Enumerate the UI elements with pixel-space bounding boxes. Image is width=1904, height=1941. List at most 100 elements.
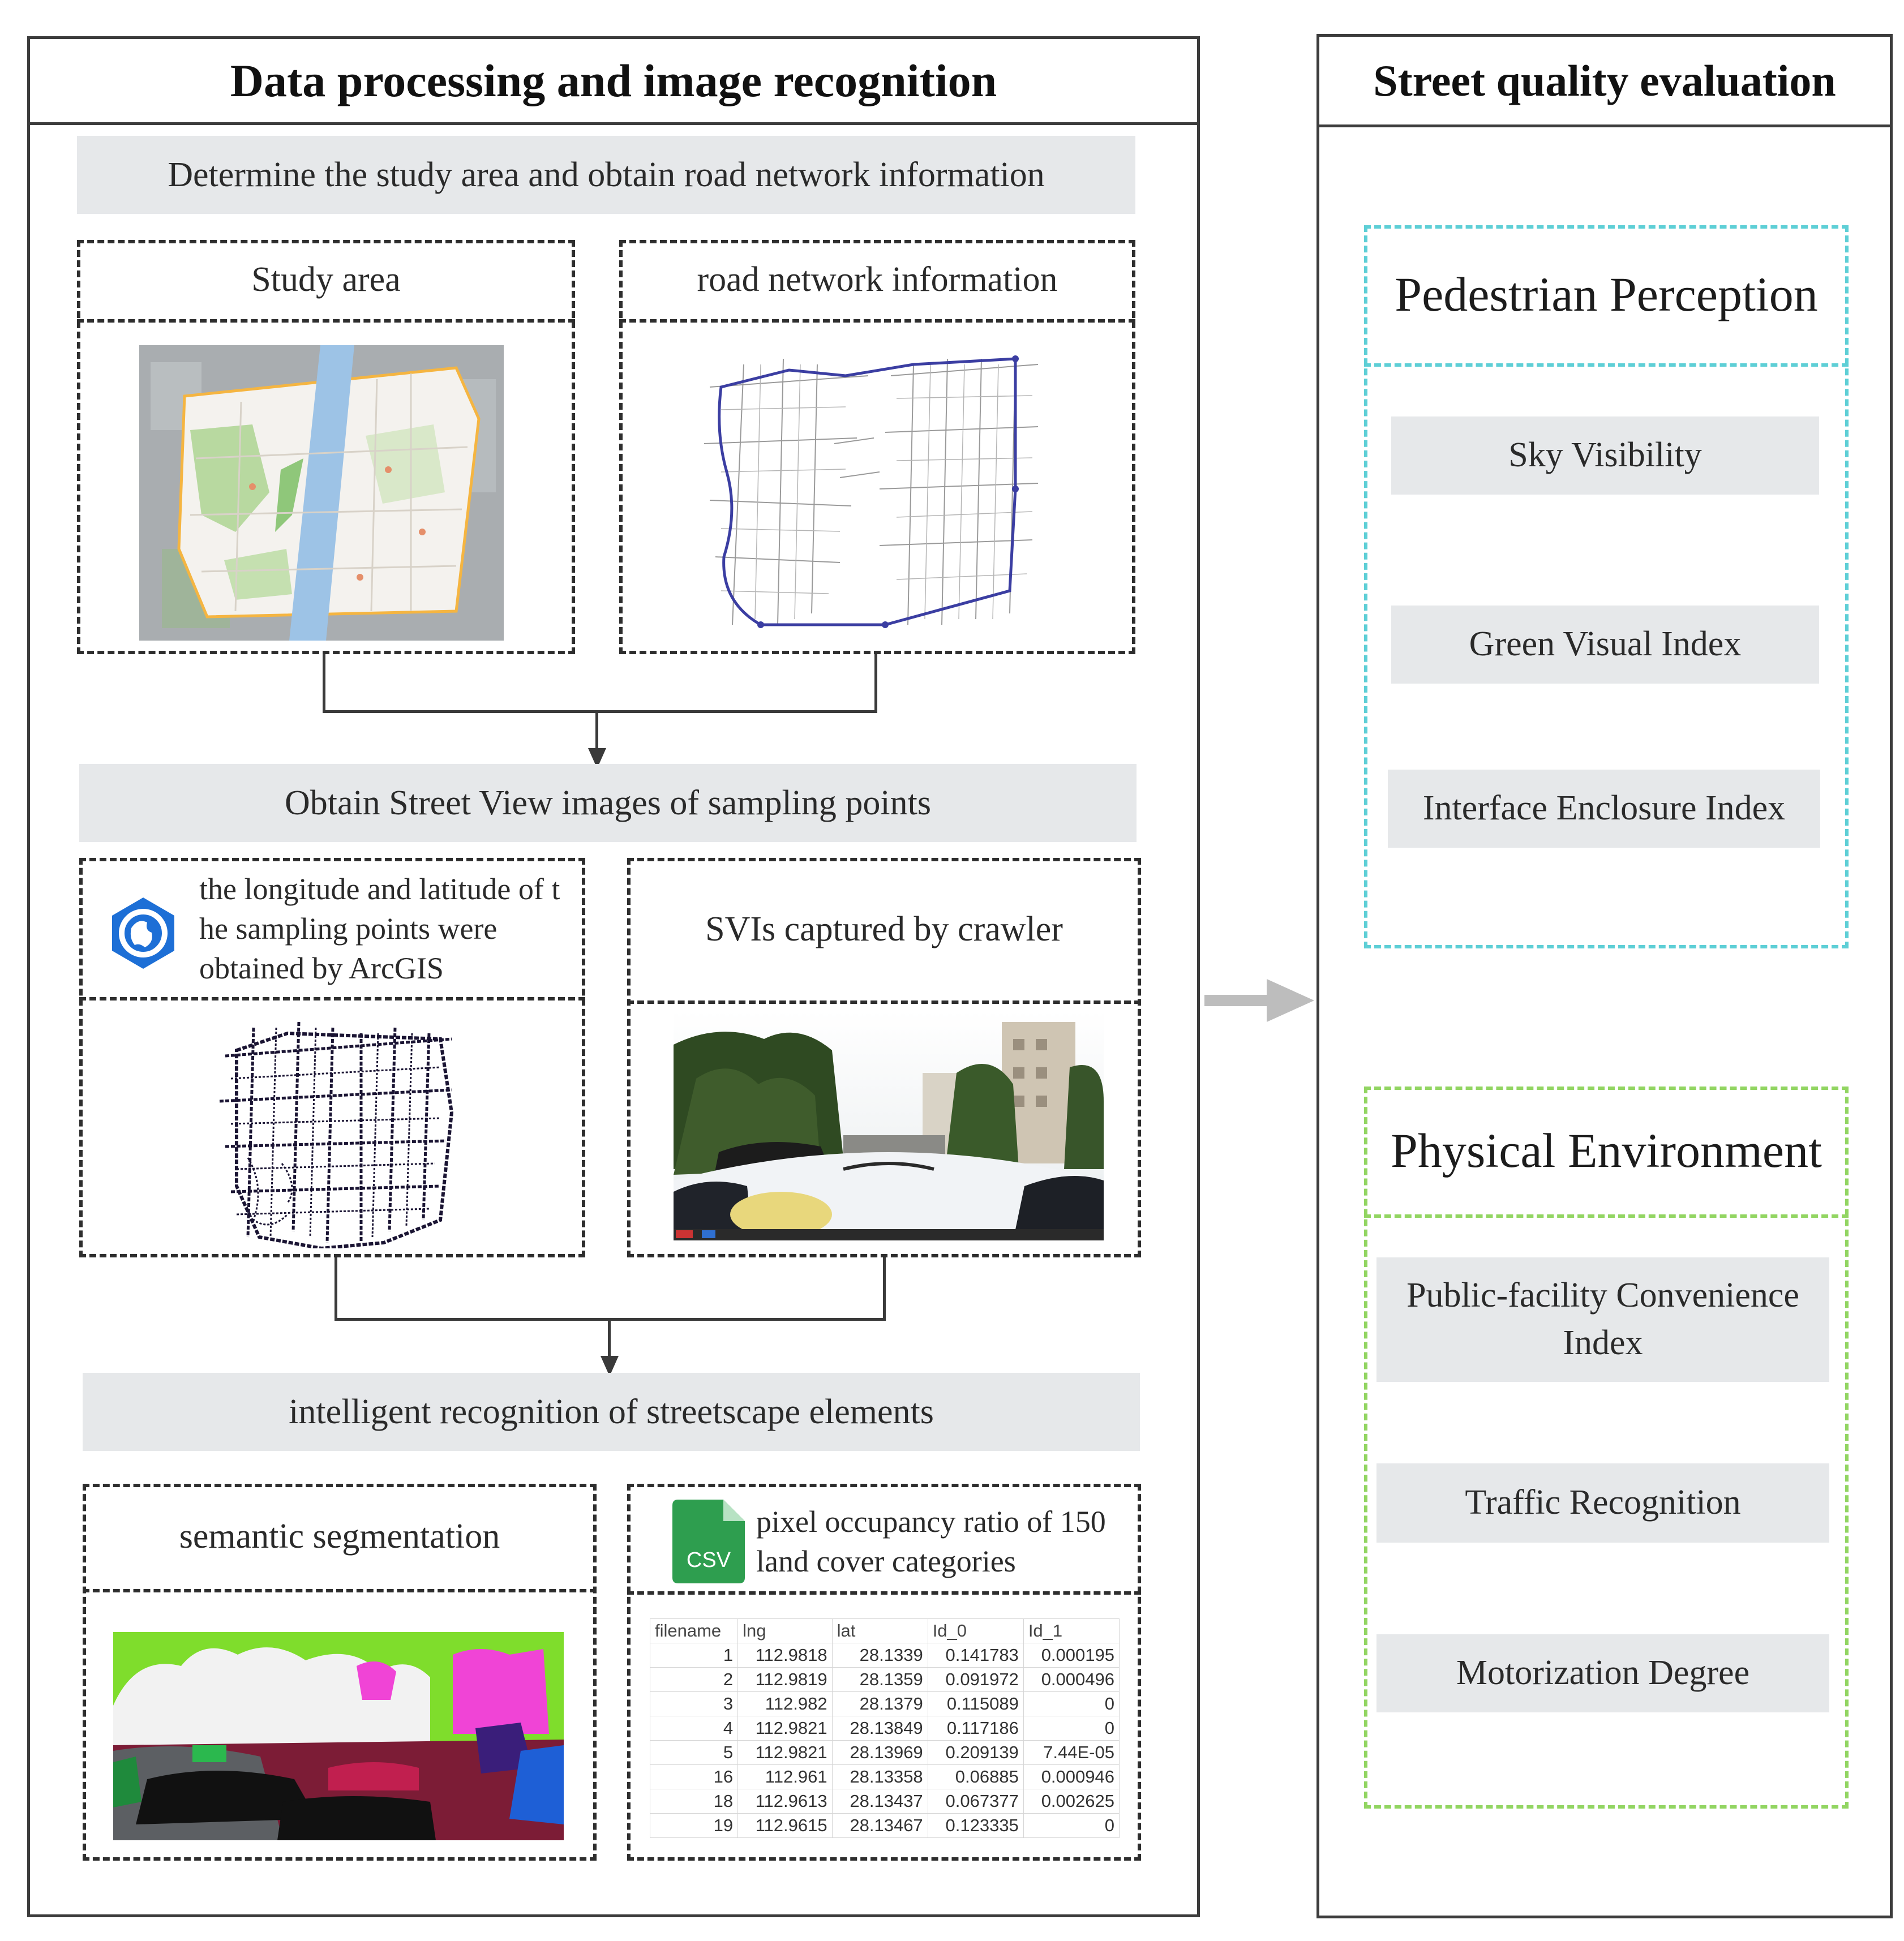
study-area-title: Study area [77, 240, 575, 323]
csv-cell: 112.9821 [737, 1716, 833, 1741]
sampling-points-map [214, 1016, 463, 1248]
left-panel [27, 36, 1200, 1917]
indicator-sky-visibility: Sky Visibility [1391, 416, 1819, 495]
csv-cell: 3 [649, 1691, 739, 1716]
connector [874, 654, 877, 713]
csv-cell: 0.000946 [1023, 1764, 1120, 1789]
road-network-title: road network information [619, 240, 1135, 323]
csv-cell: 112.9819 [737, 1667, 833, 1692]
indicator-public-facility-convenience: Public-facility Convenience Index [1376, 1257, 1829, 1382]
csv-cell: 7.44E-05 [1023, 1740, 1120, 1765]
csv-cell: 2 [649, 1667, 739, 1692]
arrow-right-icon [1204, 979, 1314, 1022]
csv-column-header: Id_1 [1023, 1618, 1120, 1643]
csv-cell: 4 [649, 1716, 739, 1741]
csv-cell: 112.9818 [737, 1643, 833, 1668]
right-panel [1316, 34, 1893, 1918]
csv-cell: 19 [649, 1813, 739, 1838]
sampling-header [79, 858, 585, 1000]
svi-title: SVIs captured by crawler [627, 858, 1141, 1004]
csv-cell: 112.9821 [737, 1740, 833, 1765]
csv-cell: 28.13358 [831, 1764, 928, 1789]
pixel-ratio-line-2: land cover categories [756, 1544, 1016, 1578]
connector [323, 710, 877, 713]
csv-cell: 28.13437 [831, 1789, 928, 1814]
csv-file-icon [672, 1500, 745, 1583]
csv-cell: 28.1379 [831, 1691, 928, 1716]
street-view-panorama [674, 1011, 1104, 1240]
left-panel-title: Data processing and image recognition [30, 39, 1197, 125]
csv-cell: 0.209139 [927, 1740, 1024, 1765]
connector [335, 1257, 337, 1321]
pedestrian-group-title: Pedestrian Perception [1364, 225, 1849, 367]
step2-bar: Obtain Street View images of sampling po… [79, 764, 1137, 842]
csv-cell: 0.141783 [927, 1643, 1024, 1668]
sampling-line-3: obtained by ArcGIS [199, 951, 444, 985]
csv-cell: 0.000195 [1023, 1643, 1120, 1668]
csv-cell: 28.1359 [831, 1667, 928, 1692]
sampling-box [79, 858, 585, 1257]
csv-cell: 0.06885 [927, 1764, 1024, 1789]
pixel-ratio-description: pixel occupancy ratio of 150 land cover … [756, 1502, 1141, 1581]
segmentation-title: semantic segmentation [83, 1484, 597, 1592]
csv-cell: 0.000496 [1023, 1667, 1120, 1692]
csv-column-header: filename [649, 1618, 739, 1643]
segmentation-image [113, 1632, 564, 1840]
csv-cell: 0 [1023, 1691, 1120, 1716]
pixel-ratio-box [627, 1484, 1141, 1861]
csv-cell: 112.961 [737, 1764, 833, 1789]
csv-column-header: lng [737, 1618, 833, 1643]
csv-cell: 16 [649, 1764, 739, 1789]
sampling-description: the longitude and latitude of t he sampl… [199, 869, 584, 988]
indicator-interface-enclosure-index: Interface Enclosure Index [1388, 770, 1820, 848]
csv-cell: 0 [1023, 1813, 1120, 1838]
sampling-line-1: the longitude and latitude of t [199, 872, 560, 906]
step1-bar: Determine the study area and obtain road… [77, 136, 1135, 214]
road-network-box [619, 240, 1135, 654]
csv-cell: 112.9613 [737, 1789, 833, 1814]
pedestrian-group [1364, 225, 1849, 948]
csv-column-header: Id_0 [927, 1618, 1024, 1643]
physical-group [1364, 1087, 1849, 1809]
arcgis-logo-icon [112, 898, 174, 969]
study-area-box [77, 240, 575, 654]
connector [595, 710, 598, 757]
physical-group-title: Physical Environment [1364, 1087, 1849, 1218]
csv-cell: 112.9615 [737, 1813, 833, 1838]
csv-column-header: lat [831, 1618, 928, 1643]
csv-cell: 28.1339 [831, 1643, 928, 1668]
connector [608, 1318, 611, 1364]
sampling-line-2: he sampling points were [199, 912, 498, 946]
csv-cell: 0.117186 [927, 1716, 1024, 1741]
indicator-traffic-recognition: Traffic Recognition [1376, 1463, 1829, 1543]
csv-cell: 0.067377 [927, 1789, 1024, 1814]
csv-cell: 1 [649, 1643, 739, 1668]
connector [883, 1257, 886, 1321]
indicator-motorization-degree: Motorization Degree [1376, 1634, 1829, 1712]
right-panel-title: Street quality evaluation [1319, 37, 1890, 127]
arrow-down-icon [588, 748, 606, 768]
road-network-map [698, 342, 1061, 636]
csv-cell: 5 [649, 1740, 739, 1765]
csv-icon-label: CSV [686, 1548, 731, 1572]
svi-box [627, 858, 1141, 1257]
csv-cell: 28.13467 [831, 1813, 928, 1838]
arrow-down-icon [601, 1356, 619, 1376]
pixel-ratio-header [627, 1484, 1141, 1595]
indicator-green-visual-index: Green Visual Index [1391, 606, 1819, 684]
csv-cell: 18 [649, 1789, 739, 1814]
connector [323, 654, 325, 713]
segmentation-box [83, 1484, 597, 1861]
csv-cell: 0.115089 [927, 1691, 1024, 1716]
step3-bar: intelligent recognition of streetscape e… [83, 1373, 1140, 1451]
